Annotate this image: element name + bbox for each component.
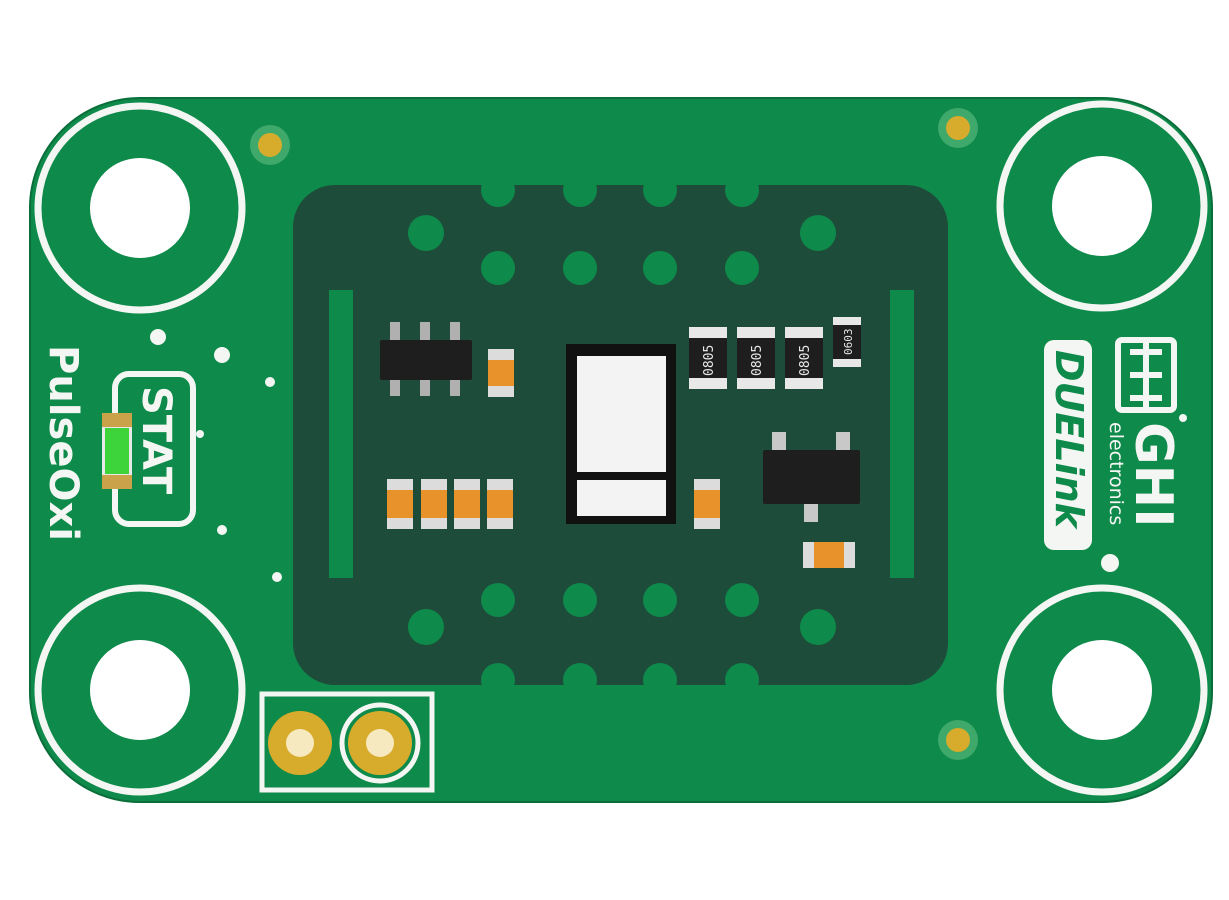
- sensor-pad-grid: [408, 173, 836, 697]
- header-pin-2: [339, 702, 421, 784]
- capacitor-0603: [387, 479, 413, 529]
- mounting-hole-top-left: [34, 102, 246, 314]
- capacitor-0603: [487, 479, 513, 529]
- resistor-label: 0805: [750, 345, 765, 376]
- resistor-label: 0603: [842, 329, 855, 356]
- fiducial-pad: [250, 125, 290, 165]
- transistor-sot23: [763, 432, 860, 522]
- resistor-label: 0805: [798, 345, 813, 376]
- resistor-0805: 0805: [785, 327, 823, 389]
- resistor-0805: 0805: [689, 327, 727, 389]
- resistor-label: 0805: [702, 345, 717, 376]
- pin-header-silk: [259, 691, 435, 793]
- stat-label: STAT: [133, 386, 179, 495]
- series-logo-text: DUELink: [1047, 350, 1091, 531]
- via: [1179, 414, 1187, 422]
- capacitor-0603-horizontal: [803, 542, 855, 568]
- fiducial-pad: [938, 108, 978, 148]
- brand-logo-text: GHI: [1123, 422, 1183, 528]
- via: [265, 377, 275, 387]
- capacitor-0603: [488, 349, 514, 397]
- fiducial-pad: [938, 720, 978, 760]
- via: [217, 525, 227, 535]
- via: [1101, 554, 1119, 572]
- mounting-hole-bottom-right: [996, 584, 1208, 796]
- resistor-0805: 0805: [737, 327, 775, 389]
- brand-text: electronics: [1105, 422, 1127, 525]
- resistor-0603: 0603: [833, 317, 861, 367]
- status-led: [102, 413, 132, 489]
- mounting-hole-top-right: [996, 100, 1208, 312]
- mounting-hole-bottom-left: [34, 584, 246, 796]
- sensor-side-bar-right: [890, 290, 914, 578]
- ghi-logo-mark: [1115, 337, 1177, 413]
- via: [214, 347, 230, 363]
- sensor-side-bar-left: [329, 290, 353, 578]
- duelink-logo: DUELink: [1044, 340, 1092, 550]
- via: [196, 430, 204, 438]
- ic-chip-sot23-6: [380, 322, 472, 396]
- capacitor-0603: [454, 479, 480, 529]
- pulse-oximeter-sensor: [566, 344, 676, 524]
- header-pin-1: [268, 711, 332, 775]
- capacitor-0603: [421, 479, 447, 529]
- product-name: PulseOxi: [40, 345, 86, 541]
- via: [150, 329, 166, 345]
- capacitor-0603: [694, 479, 720, 529]
- via: [272, 572, 282, 582]
